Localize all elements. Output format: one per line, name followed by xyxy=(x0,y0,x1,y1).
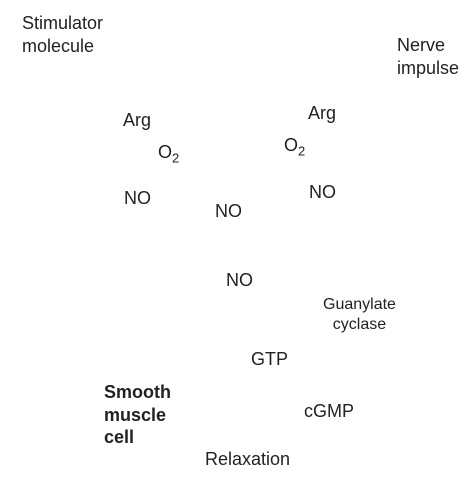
nerve-line-1: Nerve xyxy=(397,35,446,55)
center-no-label: NO xyxy=(215,201,242,221)
nerve-impulse-label: Nerve impulse xyxy=(397,34,459,79)
left-o2-subscript: 2 xyxy=(172,150,180,166)
left-no-label: NO xyxy=(124,188,151,208)
right-o2-base: O xyxy=(284,135,299,155)
cgmp-label: cGMP xyxy=(304,401,355,421)
guanylate-line-2: cyclase xyxy=(332,316,387,334)
nerve-line-2: impulse xyxy=(397,57,460,78)
stimulator-molecule-label: Stimulator molecule xyxy=(22,12,103,57)
right-no-label: NO xyxy=(309,182,336,202)
right-o2-subscript: 2 xyxy=(298,143,306,159)
relaxation-label: Relaxation xyxy=(205,449,291,469)
left-o2-label: O2 xyxy=(158,142,179,165)
left-arg-label: Arg xyxy=(123,110,152,130)
stimulator-line-2: molecule xyxy=(22,35,95,56)
guanylate-cyclase-label: Guanylate cyclase xyxy=(323,295,396,335)
right-o2-label: O2 xyxy=(284,135,305,158)
smooth-muscle-cell-label: Smooth muscle cell xyxy=(104,381,171,449)
right-arg-label: Arg xyxy=(308,103,337,123)
left-o2-base: O xyxy=(158,142,173,162)
guanylate-line-1: Guanylate xyxy=(323,296,396,313)
lower-no-label: NO xyxy=(226,270,253,290)
stimulator-line-1: Stimulator xyxy=(22,13,104,33)
smooth-line-3: cell xyxy=(104,427,135,448)
gtp-label: GTP xyxy=(251,349,289,369)
smooth-line-1: Smooth xyxy=(104,382,171,402)
smooth-line-2: muscle xyxy=(104,404,167,425)
